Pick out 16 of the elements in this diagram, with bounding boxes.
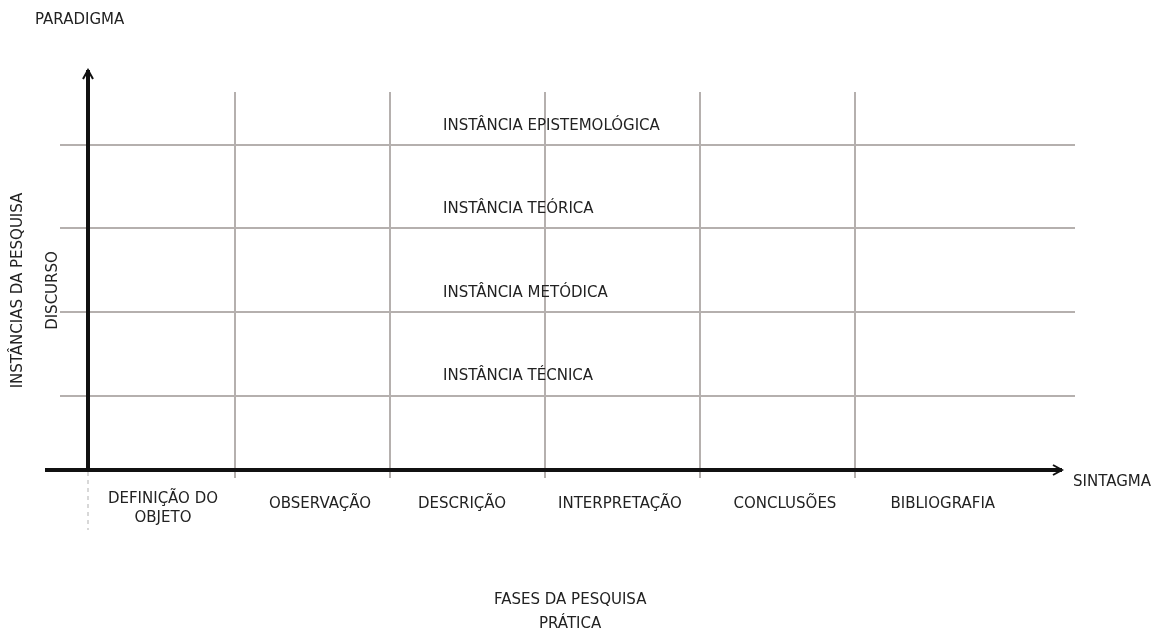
row-label: INSTÂNCIA TEÓRICA xyxy=(443,199,594,218)
axis-subtitle: PRÁTICA xyxy=(539,614,602,633)
axis-title: PARADIGMA xyxy=(35,10,125,29)
row-label: INSTÂNCIA TÉCNICA xyxy=(443,366,594,385)
axis-title: FASES DA PESQUISA xyxy=(494,590,647,609)
column-label: CONCLUSÕES xyxy=(733,494,837,513)
column-label: DESCRIÇÃO xyxy=(418,494,507,513)
column-label: OBSERVAÇÃO xyxy=(269,494,371,513)
row-label: INSTÂNCIA EPISTEMOLÓGICA xyxy=(443,116,660,135)
column-label: INTERPRETAÇÃO xyxy=(558,494,682,513)
row-label: INSTÂNCIA METÓDICA xyxy=(443,283,608,302)
column-label: DEFINIÇÃO DO OBJETO xyxy=(106,489,220,527)
column-label: BIBLIOGRAFIA xyxy=(890,494,996,513)
axis-title: INSTÂNCIAS DA PESQUISA xyxy=(8,192,28,388)
axis-subtitle: DISCURSO xyxy=(42,250,62,330)
axis-title: SINTAGMA xyxy=(1073,472,1151,491)
